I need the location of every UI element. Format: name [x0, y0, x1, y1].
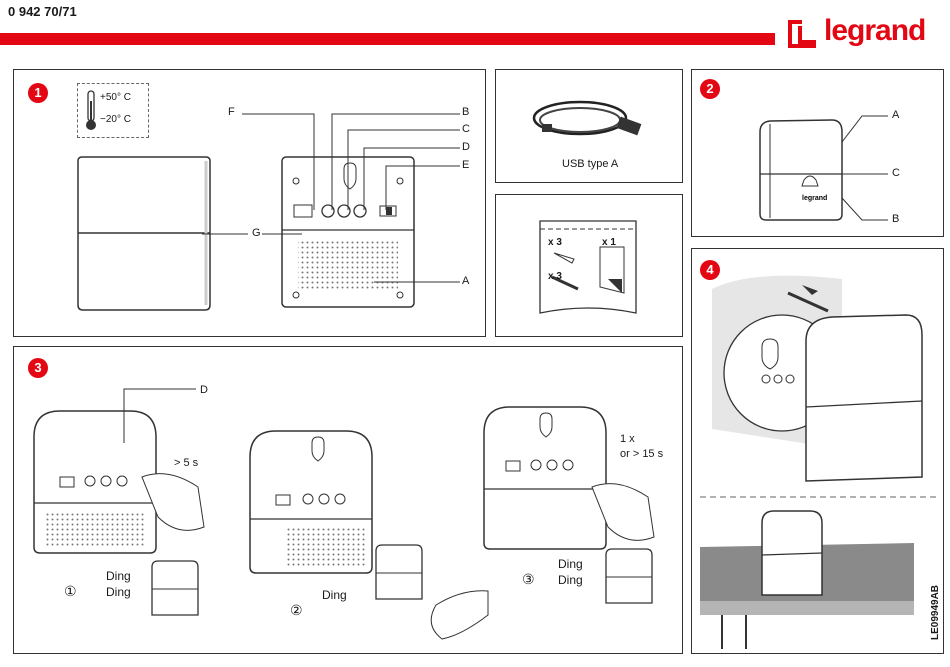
callout-a: A [462, 275, 470, 287]
step-2-badge: 2 [700, 79, 720, 99]
step-4-badge: 4 [700, 260, 720, 280]
panel-4: 4 [691, 248, 944, 654]
panel-2: 2 legrand A C B [691, 69, 944, 237]
press-count-1x: 1 x [620, 433, 635, 445]
usb-cable-panel: USB type A [495, 69, 683, 183]
p2-callout-a: A [892, 109, 900, 121]
qty-plugs: x 3 [548, 237, 562, 248]
p3-callout-d: D [200, 384, 208, 396]
seq1-ding-b: Ding [106, 585, 131, 599]
step-1-badge: 1 [28, 83, 48, 103]
hand-pressing-2 [430, 590, 489, 640]
hand-pressing-3 [591, 483, 655, 541]
doc-reference: LE09949AB [930, 584, 941, 640]
seq2-ding: Ding [322, 588, 347, 602]
seq3-ding-a: Ding [558, 557, 583, 571]
usb-caption: USB type A [562, 158, 619, 170]
legrand-logo: legrand [786, 14, 946, 54]
seq3-ding-b: Ding [558, 573, 583, 587]
chime-front-view-drawing [77, 156, 211, 311]
chime-drawing-2 [249, 430, 373, 574]
temperature-range-box: +50° C −20° C [77, 83, 149, 138]
callout-e: E [462, 159, 470, 171]
usb-cable-icon [532, 100, 642, 136]
push-button-2 [375, 544, 423, 600]
panel-1: 1 +50° C −20° C [13, 69, 486, 337]
panel2-callout-lines [818, 115, 888, 221]
p2-callout-c: C [892, 167, 900, 179]
panel1-callout-lines [202, 113, 460, 283]
seq3-number: ③ [522, 571, 535, 587]
seq2-number: ② [290, 602, 303, 618]
callout-f: F [228, 106, 235, 118]
p2-callout-b: B [892, 213, 900, 225]
wall-mount-drawing [700, 275, 937, 649]
seq1-ding-a: Ding [106, 569, 131, 583]
callout-d-line [123, 388, 196, 443]
header-red-bar [0, 33, 775, 45]
hand-pressing-1 [141, 473, 205, 531]
press-time-5s: > 5 s [174, 457, 199, 469]
push-button-1 [151, 560, 199, 616]
callout-c: C [462, 123, 470, 135]
legrand-logo-mark-icon [788, 20, 816, 48]
callout-b: B [462, 106, 470, 118]
qty-adhesive: x 1 [602, 237, 616, 248]
step-3-badge: 3 [28, 358, 48, 378]
thermometer-icon [86, 90, 96, 130]
panel-3: 3 D > 5 s ① Ding Ding ② [13, 346, 683, 654]
callout-g: G [252, 227, 261, 239]
brand-wordmark: legrand [824, 14, 926, 47]
product-code: 0 942 70/71 [8, 4, 77, 19]
screw-bag-icon [539, 220, 637, 314]
callout-d: D [462, 141, 470, 153]
press-time-15s: or > 15 s [620, 448, 664, 460]
fixing-kit-panel: x 3 x 1 x 3 [495, 194, 683, 337]
chime-back-view-drawing [281, 156, 415, 308]
chime-drawing-3 [483, 406, 607, 550]
temp-high: +50° C [100, 92, 131, 103]
chime-drawing-1 [33, 410, 157, 554]
mini-brand-text: legrand [802, 195, 827, 202]
qty-screws: x 3 [548, 271, 562, 282]
temp-low: −20° C [100, 114, 131, 125]
seq1-number: ① [64, 583, 77, 599]
push-button-3 [605, 548, 653, 604]
